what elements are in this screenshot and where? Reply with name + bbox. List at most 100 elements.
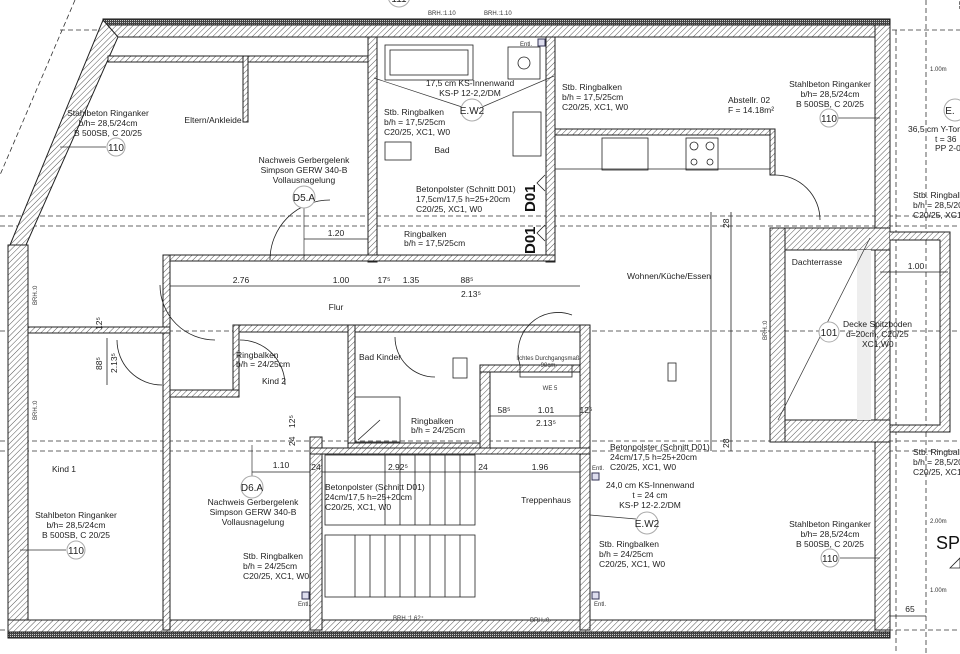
- tag-110-top-left: 110: [106, 137, 126, 157]
- dim-88-5-left: 88⁵: [94, 357, 104, 370]
- room-bad-kinder: Bad Kinder: [359, 352, 401, 362]
- svg-text:Entl.: Entl.: [594, 602, 606, 608]
- dim-24-vertical: 24: [287, 436, 297, 446]
- room-bad: Bad: [434, 145, 449, 155]
- dim-2-76: 2.76: [233, 275, 250, 285]
- room-kind-1: Kind 1: [52, 464, 76, 474]
- section-d01-upper: D01: [522, 184, 539, 212]
- section-d01-lower: D01: [522, 226, 539, 254]
- tag-110-bottom-right: 110: [820, 548, 840, 568]
- fixtures: [116, 44, 821, 443]
- annotation-betonpolster-bad: Betonpolster (Schnitt D01)17,5cm/17,5 h=…: [416, 184, 516, 214]
- dim-12-5-mid: 12⁵: [580, 405, 593, 415]
- svg-text:110: 110: [822, 554, 838, 565]
- section-label-sp: SP: [936, 533, 960, 553]
- room-eltern-ankleide: Eltern/Ankleide: [184, 115, 241, 125]
- tag-ew2-bad: E.W2: [460, 98, 485, 122]
- dim-24-a: 24: [311, 462, 321, 472]
- section-arrow-icon: [536, 174, 546, 192]
- room-flur: Flur: [329, 302, 344, 312]
- note-brh-1-10-a: BRH.:1.10: [428, 11, 456, 17]
- dim-1-00: 1.00: [333, 275, 350, 285]
- leader-lines: [20, 75, 880, 559]
- svg-text:E.W2: E.W2: [635, 519, 660, 530]
- note-brh-0: BRH.:0: [530, 618, 550, 624]
- dim-58-5: 58⁵: [498, 405, 511, 415]
- tag-110-top-right: 110: [819, 108, 839, 128]
- annotation-betonpolster-right: Betonpolster (Schnitt D01)24cm/17,5 h=25…: [610, 442, 710, 472]
- svg-text:101: 101: [821, 328, 838, 339]
- tag-111: 111: [388, 0, 410, 8]
- tag-e-right: E.: [943, 98, 960, 122]
- room-kind-2: Kind 2: [262, 376, 286, 386]
- dim-88-5: 88⁵: [461, 275, 474, 285]
- dim-65: 65: [905, 604, 915, 614]
- note-brh-1-62: BRH.:1.62⁺: [393, 615, 424, 622]
- room-labels: Eltern/Ankleide Bad Flur Kind 2 Bad Kind…: [52, 95, 843, 505]
- tag-d6a: D6.A: [240, 475, 264, 499]
- walls: [7, 18, 951, 639]
- entlueftung-icon: Entl.Entl.: [591, 472, 600, 481]
- dim-1-35: 1.35: [403, 275, 420, 285]
- dim-12-5-left: 12⁵: [94, 317, 104, 330]
- dim-24-b: 24: [478, 462, 488, 472]
- dim-65-top: 65: [957, 0, 960, 10]
- dim-12-5-vertical: 12⁵: [287, 415, 297, 428]
- svg-text:110: 110: [68, 546, 84, 557]
- svg-text:E.: E.: [945, 106, 954, 117]
- room-treppenhaus: Treppenhaus: [521, 495, 571, 505]
- svg-text:110: 110: [821, 114, 837, 125]
- note-entl-treppe: Entl.: [592, 466, 604, 472]
- dim-2-92-5: 2.92⁵: [388, 462, 408, 472]
- svg-text:D5.A: D5.A: [293, 193, 316, 204]
- section-marker-icon: [949, 557, 960, 569]
- svg-text:D6.A: D6.A: [241, 483, 264, 494]
- tag-d5a: D5.A: [292, 185, 316, 209]
- staircase: [324, 454, 476, 598]
- dimension-lines: [106, 212, 948, 617]
- room-wohnen-kueche-essen: Wohnen/Küche/Essen: [627, 271, 711, 281]
- note-brh-0-left-1: BRH.:0: [33, 285, 39, 305]
- svg-text:111: 111: [391, 0, 407, 5]
- dim-2-13-5-left: 2.13⁵: [109, 353, 119, 373]
- note-1-00m-bottom: 1.00m: [930, 588, 947, 594]
- note-brh-0-left-2: BRH.:0: [33, 400, 39, 420]
- dim-1-96: 1.96: [532, 462, 549, 472]
- dim-1-00-right: 1.00: [908, 261, 925, 271]
- dim-2-13-5: 2.13⁵: [461, 289, 481, 299]
- dim-1-10: 1.10: [273, 460, 290, 470]
- note-brh-1-10-b: BRH.:1.10: [484, 11, 512, 17]
- tag-ew2-treppe: E.W2: [635, 511, 660, 535]
- annotation-betonpolster-treppe: Betonpolster (Schnitt D01)24cm/17,5 h=25…: [325, 482, 425, 512]
- entlueftung-icon: Entl.: [520, 38, 546, 48]
- annotation-we5: WE 5: [543, 386, 558, 392]
- section-arrow-icon: [536, 224, 546, 242]
- dim-17-5: 17⁵: [378, 275, 391, 285]
- svg-text:Entl.: Entl.: [298, 602, 310, 608]
- room-dachterrasse: Dachterrasse: [792, 257, 843, 267]
- dim-2-13-5-mid: 2.13⁵: [536, 418, 556, 428]
- dim-1-01: 1.01: [538, 405, 555, 415]
- dimension-labels: 2.76 1.00 17⁵ 1.35 88⁵ 2.13⁵ 1.20 1.00 1…: [94, 0, 960, 614]
